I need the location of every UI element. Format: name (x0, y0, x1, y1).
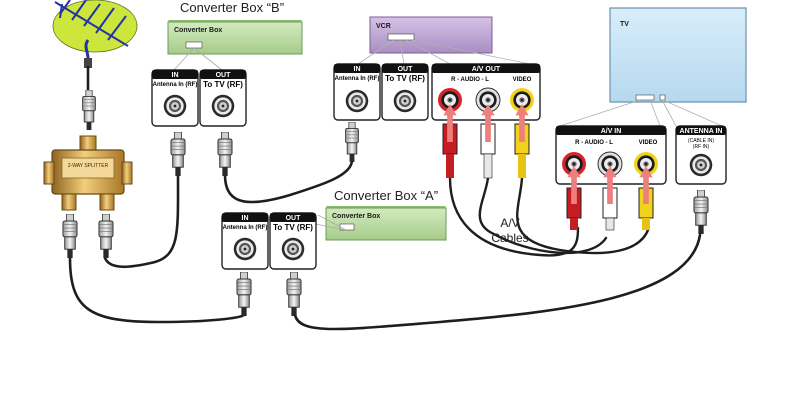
vcr-av-out-label: A/V OUT (472, 66, 501, 73)
av-cables-label-line2: Cables (491, 231, 528, 245)
converter-b-in-label: IN (172, 72, 179, 79)
converter-box-b: Converter Box (167, 20, 303, 71)
converter-a-label: Converter Box (332, 213, 380, 220)
tv-av-in-label: A/V IN (601, 128, 622, 135)
coax-connector-icon (233, 237, 257, 261)
converter-a-to-tv-label: To TV (RF) (273, 223, 313, 232)
vcr-antenna-in-label: Antenna In (RF) (335, 76, 380, 82)
tv-antenna-in-panel: ANTENNA IN (CABLE IN) (RF IN) (675, 125, 727, 185)
vcr-in-plug (345, 122, 359, 162)
converter-a-caption: Converter Box “A” (334, 188, 438, 203)
cables (68, 158, 702, 331)
converter-a-out-plug (286, 272, 302, 316)
tv-av-in-panel: A/V IN R - AUDIO - L VIDEO (555, 125, 667, 185)
coax-connector-icon (689, 153, 713, 177)
vcr-rca-plugs (442, 123, 530, 179)
vcr-video-label: VIDEO (513, 77, 532, 83)
tv-cable-in-label: (CABLE IN) (688, 138, 714, 144)
cable-converter-a-to-tv (293, 233, 702, 331)
antenna-icon (52, 0, 138, 68)
tv-antenna-plug (693, 190, 709, 234)
coax-connector-icon (211, 94, 235, 118)
tv-antenna-in-label: ANTENNA IN (680, 128, 723, 135)
vcr-unit: VCR (357, 16, 531, 65)
vcr-av-out-panel: A/V OUT R - AUDIO - L VIDEO (431, 63, 541, 121)
antenna-coax-plug (82, 90, 96, 130)
tv-label: TV (620, 21, 629, 28)
splitter-out-plug-1 (62, 214, 78, 258)
tv-unit: TV (559, 7, 747, 127)
converter-b-in-plug (170, 132, 186, 176)
converter-a-panel: IN Antenna In (RF) OUT To TV (RF) (221, 212, 317, 270)
converter-box-a: Converter Box (269, 206, 447, 241)
tv-audio-label: R - AUDIO - L (575, 140, 613, 146)
vcr-audio-label: R - AUDIO - L (451, 77, 489, 83)
converter-a-antenna-in-label: Antenna In (RF) (223, 225, 268, 231)
coax-connector-icon (393, 89, 417, 113)
cable-splitter-to-converter-b (103, 173, 180, 269)
converter-a-out-label: OUT (286, 215, 302, 222)
converter-b-out-label: OUT (216, 72, 232, 79)
coax-connector-icon (281, 237, 305, 261)
cable-converter-b-to-vcr (223, 158, 354, 204)
vcr-rf-panel: IN Antenna In (RF) OUT To TV (RF) (333, 63, 429, 121)
vcr-to-tv-label: To TV (RF) (385, 74, 425, 83)
converter-b-to-tv-label: To TV (RF) (203, 80, 243, 89)
converter-a-in-label: IN (242, 215, 249, 222)
converter-b-caption: Converter Box “B” (180, 0, 284, 15)
cable-splitter-to-converter-a (68, 256, 246, 324)
splitter-out-plug-2 (98, 214, 114, 258)
tv-video-label: VIDEO (639, 140, 658, 146)
vcr-in-label: IN (354, 66, 361, 73)
converter-a-in-plug (236, 272, 252, 316)
tv-rf-in-label: (RF IN) (693, 144, 710, 150)
converter-b-out-plug (217, 132, 233, 176)
vcr-label: VCR (376, 23, 391, 30)
coax-connector-icon (163, 94, 187, 118)
converter-b-antenna-in-label: Antenna In (RF) (153, 82, 198, 88)
av-cable-yellow (516, 176, 650, 255)
converter-b-label: Converter Box (174, 27, 222, 34)
av-cable-red (448, 176, 580, 257)
splitter-icon: 2-WAY SPLITTER (43, 135, 133, 211)
av-cables-label-line1: A/V (500, 216, 519, 230)
av-cable-white (478, 176, 608, 255)
splitter-label: 2-WAY SPLITTER (68, 163, 109, 169)
vcr-out-label: OUT (398, 66, 414, 73)
coax-connector-icon (345, 89, 369, 113)
converter-b-panel: IN Antenna In (RF) OUT To TV (RF) (151, 69, 247, 127)
